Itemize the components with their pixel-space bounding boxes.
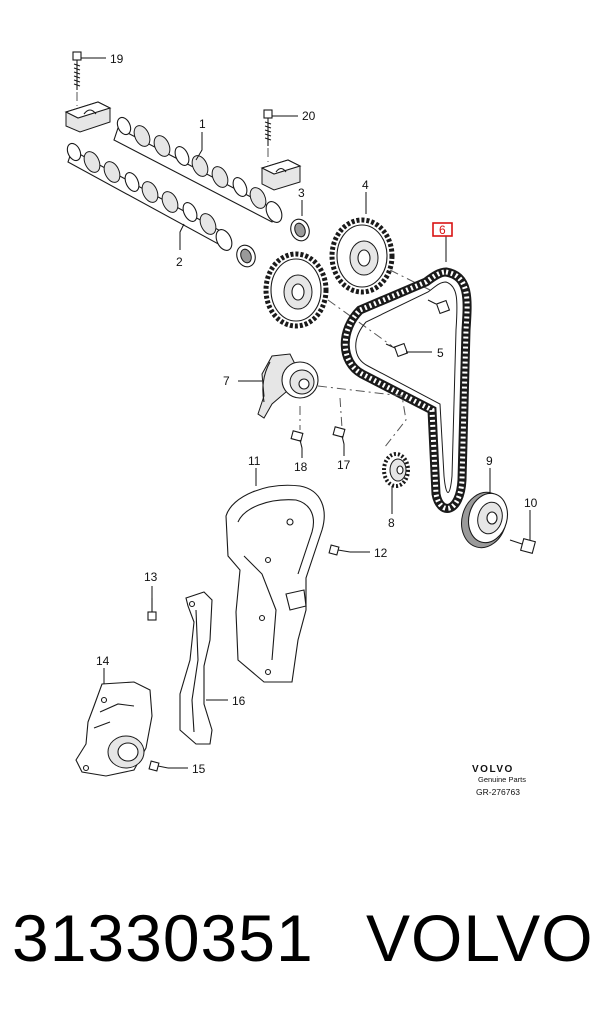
bolt-13 <box>147 598 157 621</box>
part-number: 31330351 <box>12 901 314 975</box>
bolt-5-lower <box>385 342 409 358</box>
idler-pulley-9 <box>461 491 509 549</box>
callout-19: 19 <box>110 52 124 66</box>
camshaft-bearing-cap-left <box>64 101 112 133</box>
camshaft-1 <box>113 116 283 223</box>
part-caption: 31330351 VOLVO <box>0 888 600 998</box>
callout-20: 20 <box>302 109 316 123</box>
callout-13: 13 <box>144 570 158 584</box>
callout-2: 2 <box>176 255 183 269</box>
camshaft-seal-3 <box>290 218 310 242</box>
volvo-genuine-parts-block: VOLVO Genuine Parts GR-276763 <box>472 764 526 797</box>
camshaft-bearing-cap-right <box>260 159 302 191</box>
callout-12: 12 <box>374 546 388 560</box>
bolt-20 <box>263 109 273 146</box>
callout-11: 11 <box>248 454 261 468</box>
bolt-12 <box>328 544 351 556</box>
callout-8: 8 <box>388 516 395 530</box>
callout-15: 15 <box>192 762 206 776</box>
callout-9: 9 <box>486 454 493 468</box>
bolt-10 <box>509 537 537 555</box>
lower-timing-cover-14 <box>75 681 153 777</box>
crankshaft-sprocket-8 <box>382 452 410 488</box>
volvo-logo: VOLVO <box>472 764 514 775</box>
camshaft-seal-2 <box>236 244 256 268</box>
bolt-17 <box>332 426 346 445</box>
callout-4: 4 <box>362 178 369 192</box>
callout-14: 14 <box>96 654 110 668</box>
leader-lines <box>81 57 531 769</box>
callout-16: 16 <box>232 694 246 708</box>
genuine-parts-label: Genuine Parts <box>478 775 526 784</box>
callout-6: 6 <box>439 223 446 237</box>
callout-6-highlight-box <box>432 222 453 237</box>
callout-1: 1 <box>199 117 206 131</box>
diagram-code: GR-276763 <box>476 787 520 797</box>
bolt-19 <box>72 51 82 90</box>
timing-belt-6 <box>340 267 472 513</box>
callout-17: 17 <box>337 458 351 472</box>
callout-3: 3 <box>298 186 305 200</box>
callout-18: 18 <box>294 460 308 474</box>
upper-timing-cover-11 <box>225 484 325 683</box>
callout-7: 7 <box>223 374 230 388</box>
bolt-5-upper <box>427 299 451 315</box>
bolt-18 <box>290 430 304 449</box>
camshaft-sprocket-lower <box>263 251 329 329</box>
callout-5: 5 <box>437 346 444 360</box>
bolt-15 <box>148 760 169 772</box>
timing-belt-exploded-diagram: 19 20 1 2 3 4 6 5 7 18 17 8 9 10 11 12 1… <box>64 51 538 797</box>
tensioner-7 <box>257 353 319 419</box>
bracket-16 <box>179 591 213 745</box>
callout-10: 10 <box>524 496 538 510</box>
camshaft-2 <box>66 142 233 251</box>
brand-name: VOLVO <box>366 901 594 975</box>
camshaft-sprocket-upper <box>329 217 395 295</box>
